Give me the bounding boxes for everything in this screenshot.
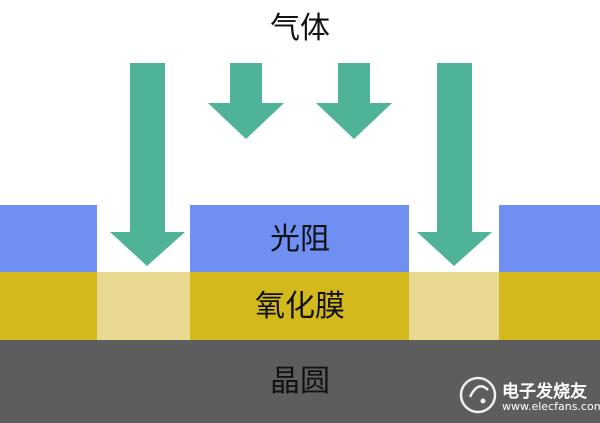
watermark-logo-icon <box>459 376 497 414</box>
photoresist-left <box>0 205 97 272</box>
arrow-long-left <box>110 63 185 266</box>
oxide-exposed-right <box>409 272 499 340</box>
oxide-label: 氧化膜 <box>255 289 345 324</box>
photoresist-label: 光阻 <box>270 222 330 257</box>
arrow-long-right <box>417 63 492 266</box>
arrow-short-left <box>208 63 284 139</box>
gas-label: 气体 <box>270 11 330 46</box>
oxide-exposed-left <box>97 272 190 340</box>
watermark-url: www.elecfans.com <box>502 400 600 413</box>
wafer-layer <box>0 340 600 423</box>
watermark-brand: 电子发烧友 <box>502 382 587 402</box>
arrow-short-right <box>316 63 392 139</box>
photoresist-center <box>190 205 409 272</box>
wafer-label: 晶圆 <box>270 364 330 399</box>
photoresist-right <box>499 205 600 272</box>
